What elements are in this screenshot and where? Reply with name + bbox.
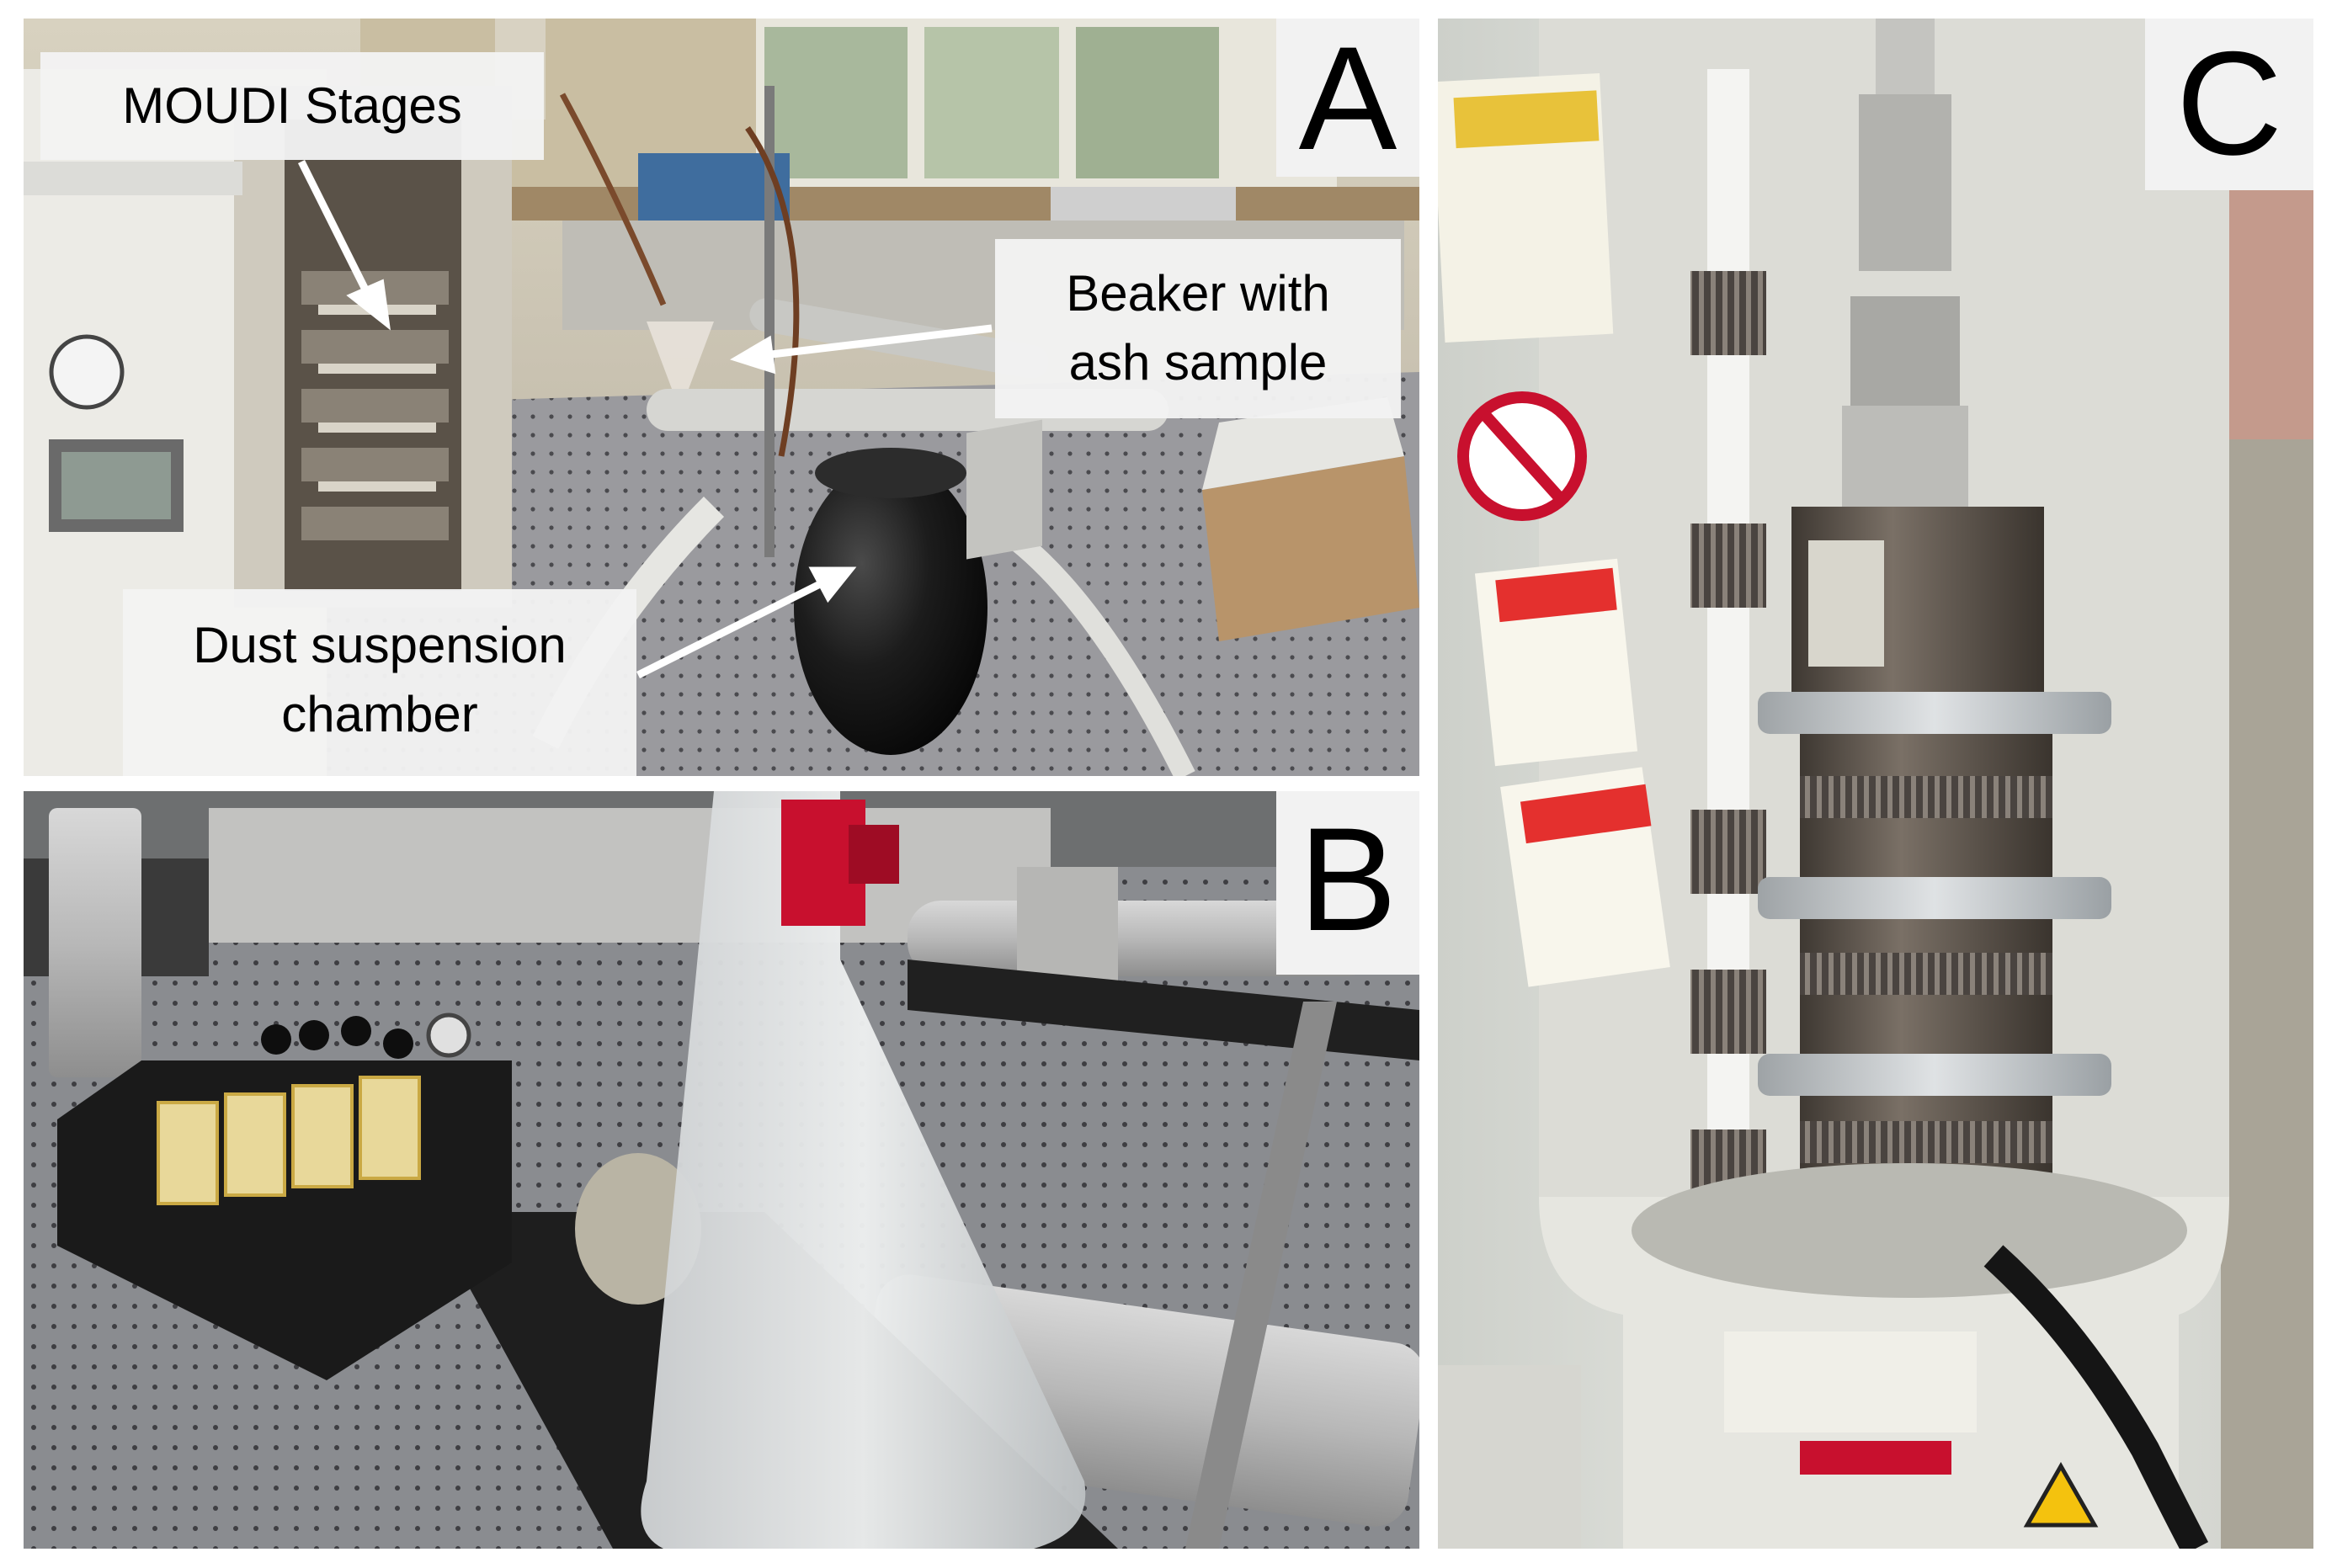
dust-callout-line2: chamber <box>281 686 478 742</box>
dust-chamber-callout: Dust suspension chamber <box>123 589 636 776</box>
callout-arrows <box>297 159 993 679</box>
panel-c-photo: C <box>1438 19 2313 1549</box>
beaker-callout-line1: Beaker with <box>1066 265 1330 322</box>
panel-label-b: B <box>1276 791 1419 975</box>
lab-setup-photo-b <box>24 791 1419 1549</box>
dust-callout-line1: Dust suspension <box>193 617 567 673</box>
panel-label-c: C <box>2145 19 2313 190</box>
lab-setup-photo-a <box>24 19 1419 776</box>
beaker-callout-line2: ash sample <box>1068 334 1328 391</box>
moudi-impactor-photo <box>1438 19 2313 1549</box>
panel-a-photo: MOUDI Stages Beaker with ash sample Dust… <box>24 19 1419 776</box>
beaker-callout: Beaker with ash sample <box>995 239 1401 418</box>
panel-label-a: A <box>1276 19 1419 177</box>
moudi-stages-callout: MOUDI Stages <box>40 52 544 160</box>
panel-b-photo: B <box>24 791 1419 1549</box>
